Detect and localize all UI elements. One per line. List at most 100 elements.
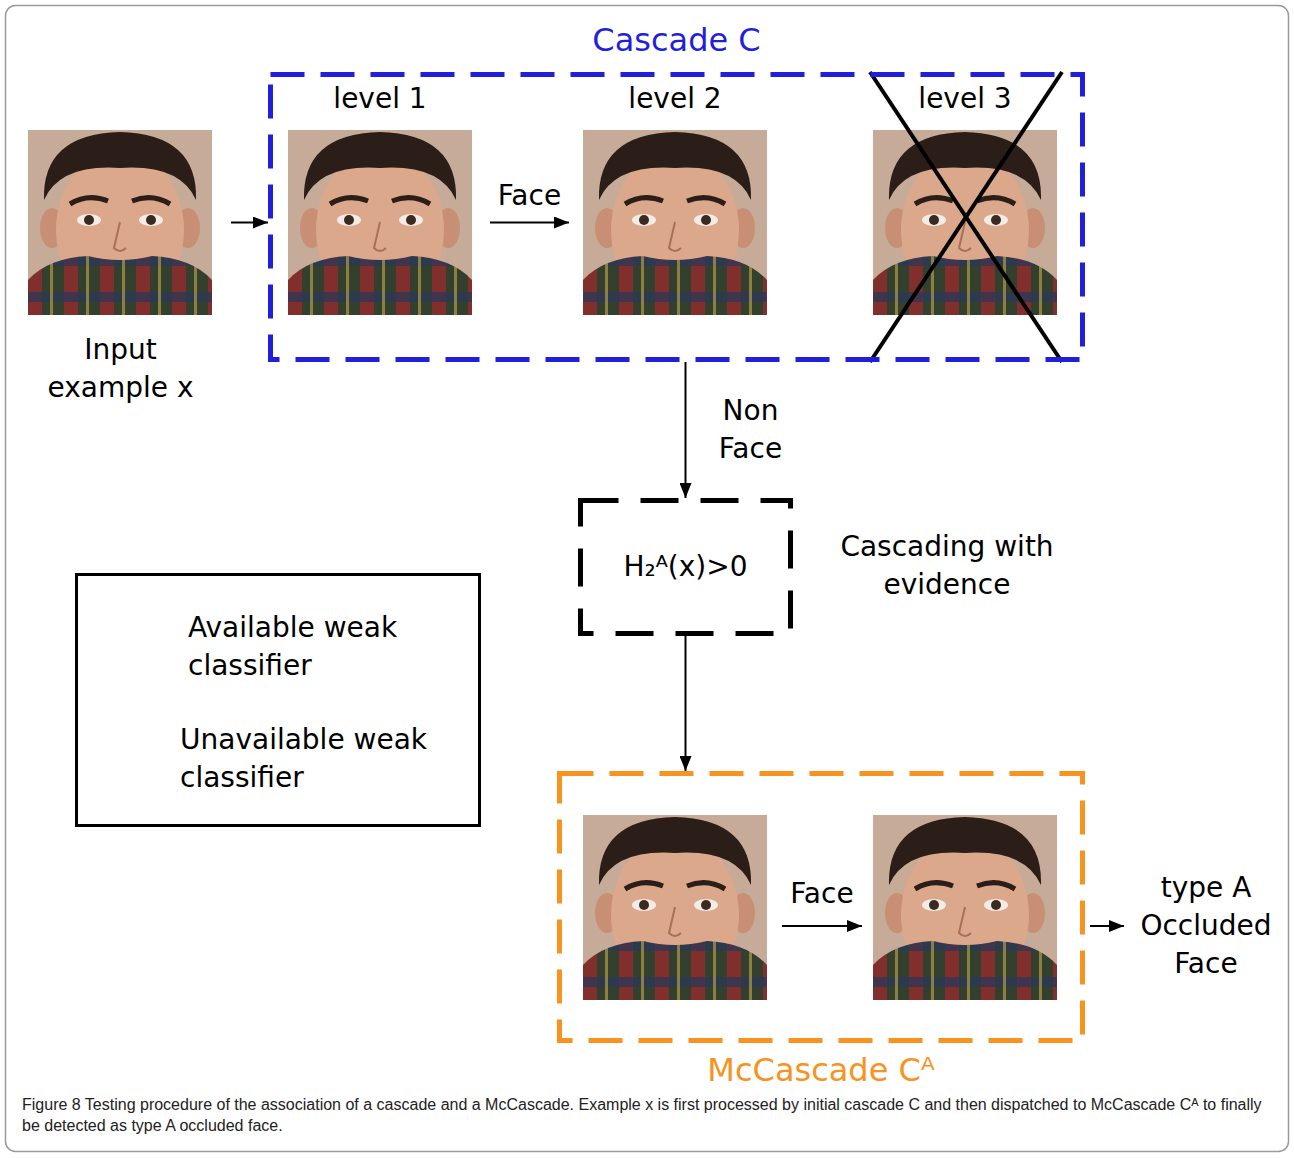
eye xyxy=(337,214,361,226)
face-photo xyxy=(288,130,472,315)
photo-ground xyxy=(583,130,767,315)
flow-arrow xyxy=(685,636,687,771)
nose xyxy=(374,222,386,251)
iris xyxy=(639,215,649,225)
face-photo xyxy=(28,130,212,315)
face-image xyxy=(28,130,213,315)
iris xyxy=(639,900,649,910)
iris xyxy=(344,215,354,225)
legend-box: Available weak classifierUnavailable wea… xyxy=(75,573,481,827)
cascade-box: level 1level 2level 3Cascade C xyxy=(268,72,1085,362)
photo-ground xyxy=(873,815,1057,1000)
level-box: level 2 xyxy=(583,130,767,315)
eyebrow xyxy=(977,883,1015,889)
node-label: Input example x xyxy=(26,331,216,407)
nose xyxy=(114,222,126,251)
cross-line xyxy=(870,72,1062,362)
dashed-border xyxy=(560,774,1083,1041)
hair xyxy=(599,132,751,200)
iris xyxy=(929,215,939,225)
eye xyxy=(922,214,946,226)
iris xyxy=(991,900,1001,910)
annotation-label: type A Occluded Face xyxy=(1126,869,1286,982)
eye xyxy=(694,899,718,911)
legend-text: Available weak classifier xyxy=(188,609,468,685)
figure-frame xyxy=(6,6,1289,1152)
hair xyxy=(889,132,1041,200)
level-box: level 3 xyxy=(873,130,1057,315)
iris xyxy=(929,900,939,910)
flow-arrow xyxy=(1090,925,1124,927)
iris xyxy=(991,215,1001,225)
input-example: Input example x xyxy=(28,130,213,315)
eyebrow xyxy=(70,198,108,204)
nose xyxy=(669,907,681,936)
eye xyxy=(632,899,656,911)
eyebrow xyxy=(687,198,725,204)
eye xyxy=(139,214,163,226)
face-image xyxy=(288,130,472,315)
scarf xyxy=(28,256,212,315)
node-label: H₂ᴬ(x)>0 xyxy=(623,548,747,586)
flow-arrow xyxy=(231,222,268,224)
scarf xyxy=(288,256,472,315)
photo-ground xyxy=(873,130,1057,315)
photo-ground xyxy=(288,130,472,315)
flow-arrow xyxy=(782,925,862,927)
face-image xyxy=(873,130,1057,315)
photo-ground xyxy=(583,815,767,1000)
legend-entry: Available weak classifier xyxy=(188,609,468,685)
hair xyxy=(599,817,751,885)
nose xyxy=(669,222,681,251)
eyebrow xyxy=(915,883,953,889)
eyebrow xyxy=(330,198,368,204)
face-photo xyxy=(583,815,767,1000)
iris xyxy=(701,900,711,910)
eyebrow xyxy=(625,883,663,889)
iris xyxy=(406,215,416,225)
dashed-border xyxy=(581,501,791,634)
node-label: McCascade Cᴬ xyxy=(707,1049,934,1092)
annotation-label: Cascading with evidence xyxy=(807,528,1087,604)
legend-text: Unavailable weak classifier xyxy=(180,721,460,797)
node-label: level 1 xyxy=(329,80,430,118)
eye xyxy=(399,214,423,226)
eye xyxy=(77,214,101,226)
node-label: Cascade C xyxy=(592,19,760,62)
face-image xyxy=(873,815,1057,1000)
node-label: level 3 xyxy=(914,80,1015,118)
face-image xyxy=(583,130,767,315)
scarf xyxy=(873,941,1057,1000)
nose xyxy=(959,907,971,936)
dashed-border xyxy=(271,75,1083,360)
eyebrow xyxy=(132,198,170,204)
edge-label: Face xyxy=(498,177,561,215)
flow-arrow xyxy=(685,362,687,498)
eye xyxy=(984,214,1008,226)
eyebrow xyxy=(977,198,1015,204)
eye xyxy=(922,899,946,911)
face-photo xyxy=(583,130,767,315)
eyebrow xyxy=(687,883,725,889)
node-label: level 2 xyxy=(624,80,725,118)
eyebrow xyxy=(392,198,430,204)
face-photo xyxy=(873,815,1057,1000)
eye xyxy=(632,214,656,226)
level-box: level 1 xyxy=(288,130,472,315)
annotation-label: Face xyxy=(790,875,853,913)
eye xyxy=(984,899,1008,911)
face-image xyxy=(583,815,767,1000)
iris xyxy=(84,215,94,225)
hair xyxy=(44,132,196,200)
photo-ground xyxy=(28,130,212,315)
figure-caption: Figure 8 Testing procedure of the associ… xyxy=(22,1095,1277,1137)
eyebrow xyxy=(915,198,953,204)
evidence-box: H₂ᴬ(x)>0 xyxy=(578,498,793,636)
cross-line xyxy=(870,72,1062,362)
scarf xyxy=(873,256,1057,315)
legend-entry: Unavailable weak classifier xyxy=(180,721,460,797)
flow-arrow xyxy=(490,222,569,224)
hair xyxy=(889,817,1041,885)
scarf xyxy=(583,256,767,315)
